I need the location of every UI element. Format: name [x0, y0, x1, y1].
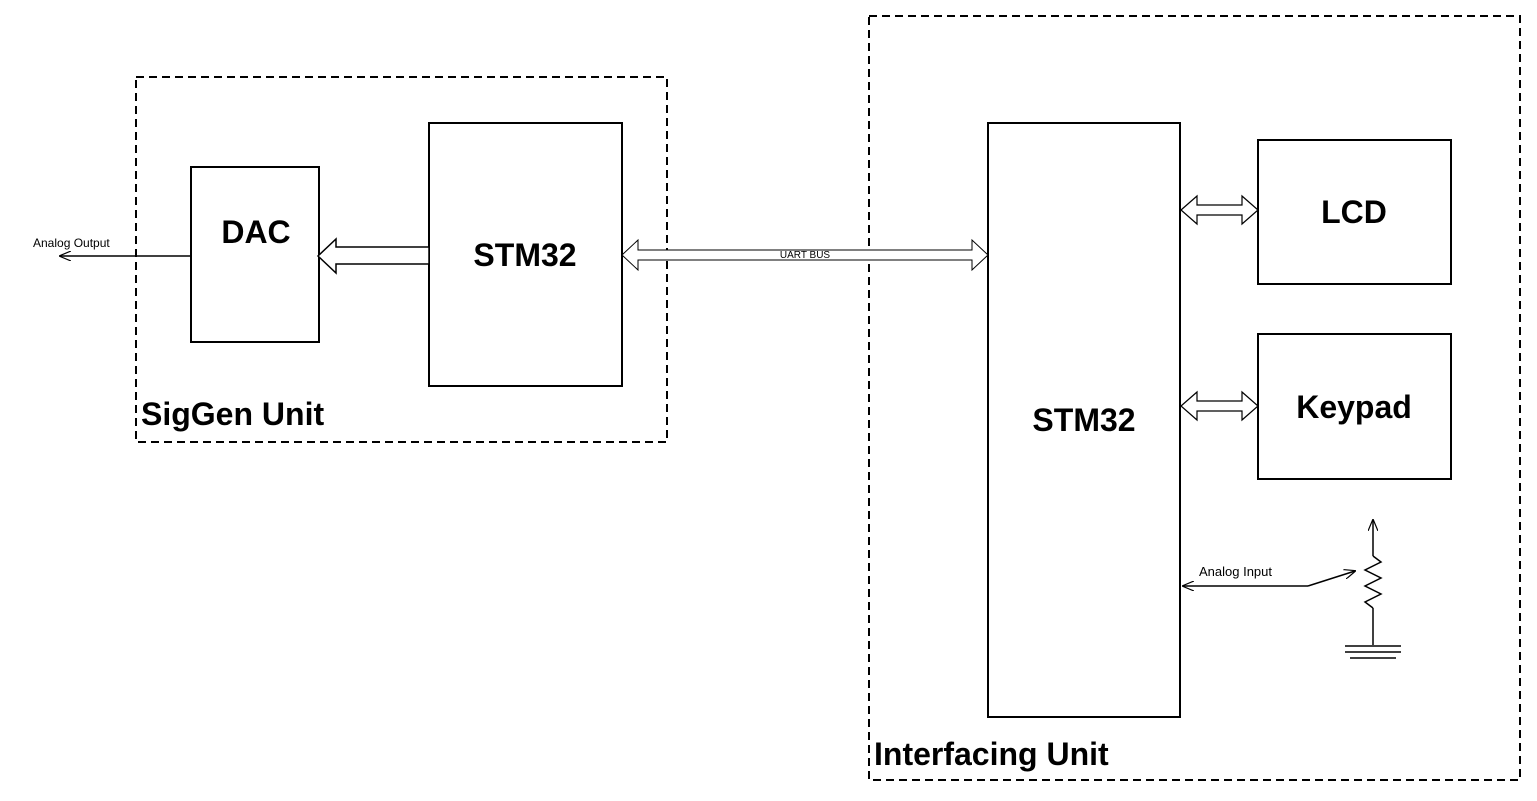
uart-bus-label: UART BUS	[780, 250, 831, 261]
lcd-block: LCD	[1257, 139, 1452, 285]
lcd-bus-arrow	[1180, 194, 1259, 226]
analog-input-label: Analog Input	[1199, 564, 1272, 579]
stm32-interfacing-label: STM32	[1032, 402, 1135, 438]
ground-icon	[1345, 645, 1401, 659]
lcd-label: LCD	[1321, 194, 1387, 230]
dac-block: DAC	[190, 166, 320, 343]
analog-output-connection: Analog Output	[33, 236, 191, 256]
analog-input-wiper-line	[1307, 571, 1355, 587]
keypad-block: Keypad	[1257, 333, 1452, 480]
keypad-bus-arrow	[1180, 390, 1259, 422]
interfacing-unit-boundary	[868, 15, 1521, 781]
stm32-interfacing-block: STM32	[987, 122, 1181, 718]
uart-bus-connection: UART BUS	[621, 238, 989, 272]
stm32-siggen-block: STM32	[428, 122, 623, 387]
interfacing-unit-group: Interfacing Unit	[868, 15, 1521, 781]
analog-input-connection: Analog Input	[1183, 564, 1355, 586]
stm32-to-dac-bus-arrow	[316, 237, 430, 275]
keypad-label: Keypad	[1296, 389, 1412, 425]
siggen-unit-label: SigGen Unit	[141, 396, 324, 432]
siggen-unit-group: SigGen Unit	[135, 76, 668, 443]
potentiometer-icon	[1363, 520, 1383, 645]
interfacing-unit-label: Interfacing Unit	[874, 736, 1109, 772]
siggen-unit-boundary	[135, 76, 668, 443]
dac-label: DAC	[221, 214, 290, 250]
stm32-siggen-label: STM32	[473, 237, 576, 273]
uart-bus-arrow	[621, 238, 989, 272]
analog-output-label: Analog Output	[33, 236, 110, 250]
